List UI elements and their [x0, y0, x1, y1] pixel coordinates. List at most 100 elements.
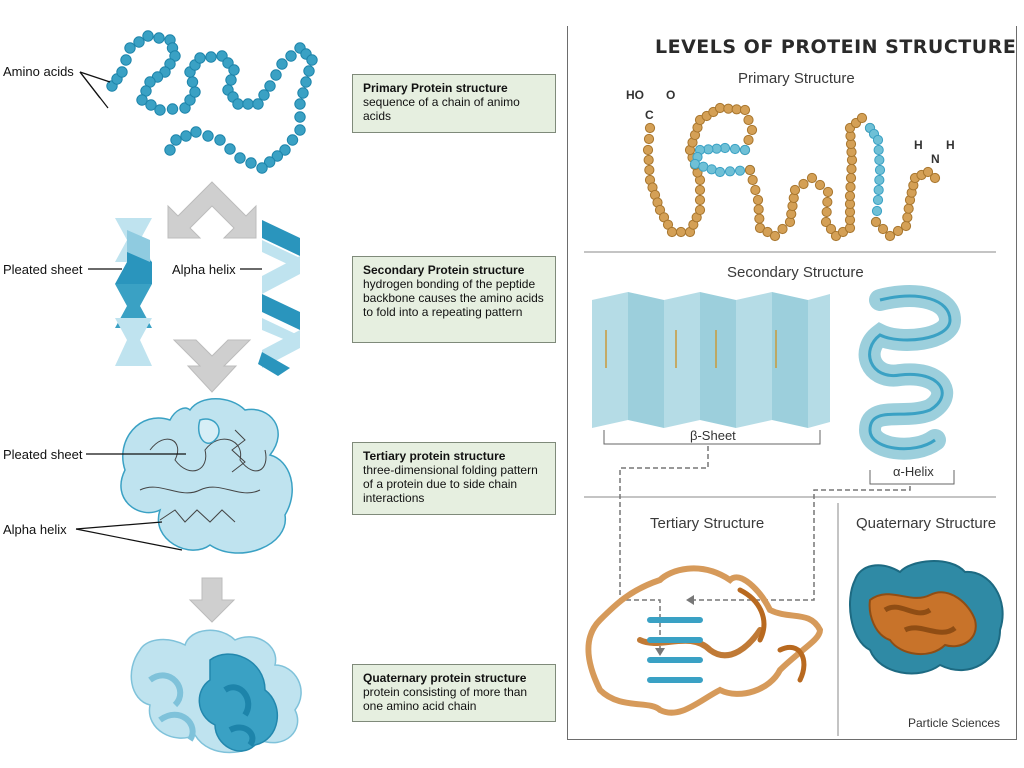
arrowhead-1: [655, 648, 665, 656]
amino-acid-bead: [806, 172, 818, 184]
amino-acid-bead: [202, 130, 214, 142]
amino-acid-bead: [798, 178, 809, 190]
n-label: N: [931, 152, 940, 166]
amino-acid-pointers: [79, 71, 111, 109]
amino-acid-bead: [873, 184, 884, 196]
levels-panel: [567, 26, 1017, 740]
amino-acid-bead: [777, 223, 788, 235]
amino-acid-bead: [264, 80, 276, 92]
amino-acid-bead: [258, 89, 270, 101]
amino-acid-bead: [228, 64, 240, 76]
amino-acid-bead: [872, 134, 884, 146]
amino-acid-bead: [306, 54, 318, 66]
secondary-structure-heading: Secondary Structure: [727, 264, 864, 281]
amino-acid-bead: [234, 152, 246, 164]
amino-acid-bead: [729, 143, 741, 155]
amino-acid-bead: [734, 165, 746, 176]
quaternary-blob: [849, 560, 1004, 675]
amino-acid-bead: [154, 104, 166, 116]
alpha-helix-ribbon: [258, 220, 300, 376]
amino-acid-bead: [694, 194, 706, 206]
amino-acid-bead: [877, 223, 889, 235]
amino-acid-chain: [106, 30, 318, 174]
amino-acid-bead: [929, 172, 941, 184]
quaternary-box-text: protein consisting of more than one amin…: [363, 685, 528, 713]
amino-acid-bead: [746, 124, 758, 136]
amino-acid-bead: [189, 86, 201, 98]
amino-acid-bead: [164, 58, 176, 70]
amino-acid-bead: [133, 36, 145, 48]
amino-acid-bead: [303, 65, 315, 77]
tertiary-pointers: [75, 453, 186, 551]
amino-acid-bead: [294, 111, 306, 123]
amino-acid-bead: [874, 154, 885, 166]
amino-acid-bead: [279, 144, 291, 156]
amino-acid-bead: [814, 179, 826, 191]
amino-acid-bead: [739, 104, 751, 116]
amino-acid-bead: [892, 225, 904, 237]
primary-structure-heading: Primary Structure: [738, 70, 855, 87]
amino-acid-bead: [276, 58, 288, 70]
amino-acid-bead: [120, 54, 132, 66]
amino-acid-bead: [256, 162, 268, 174]
primary-box: Primary Protein structure sequence of a …: [352, 74, 556, 133]
primary-box-text: sequence of a chain of animo acids: [363, 95, 520, 123]
alpha-helix-column: [858, 285, 962, 485]
secondary-box-text: hydrogen bonding of the peptide backbone…: [363, 277, 544, 319]
amino-acid-bead: [116, 66, 128, 78]
amino-acid-bead: [170, 134, 182, 146]
amino-acid-bead: [825, 223, 837, 235]
amino-acid-bead: [294, 124, 306, 136]
amino-acid-bead: [714, 166, 726, 178]
amino-acid-bead: [194, 52, 206, 64]
c-label: C: [645, 108, 654, 122]
amino-acid-bead: [743, 134, 754, 146]
tertiary-structure-heading: Tertiary Structure: [650, 515, 765, 532]
amino-acid-bead: [820, 216, 832, 228]
primary-box-title: Primary Protein structure: [363, 81, 508, 95]
amino-acid-bead: [186, 76, 199, 88]
amino-acid-bead: [822, 186, 834, 198]
amino-acid-bead: [136, 94, 148, 106]
amino-acid-bead: [870, 216, 882, 228]
amino-acids-label: Amino acids: [3, 64, 74, 79]
merge-arrow: [172, 339, 252, 393]
beta-sheet-label: β-Sheet: [690, 428, 736, 443]
amino-acid-bead: [184, 94, 196, 106]
tertiary-box-title: Tertiary protein structure: [363, 449, 506, 463]
amino-acid-bead: [644, 122, 656, 134]
amino-acid-bead: [744, 164, 756, 176]
amino-acid-bead: [164, 144, 176, 156]
ho-label: HO: [626, 88, 644, 102]
amino-acid-bead: [642, 144, 654, 156]
amino-acid-bead: [294, 98, 306, 110]
amino-acid-bead: [245, 157, 257, 169]
amino-acid-bead: [285, 50, 297, 62]
amino-acid-bead: [739, 144, 751, 156]
quaternary-globule: [130, 629, 302, 754]
amino-acid-bead: [874, 174, 885, 186]
amino-acid-bead: [789, 184, 801, 196]
alpha-helix-label: Alpha helix: [172, 262, 236, 277]
primary-structure-chain: [642, 102, 941, 242]
amino-acid-bead: [270, 69, 282, 81]
amino-acid-bead: [743, 114, 754, 126]
amino-acid-bead: [747, 174, 758, 186]
panel-title: LEVELS OF PROTEIN STRUCTURE: [655, 36, 1017, 58]
amino-acid-bead: [232, 98, 244, 110]
amino-acid-bead: [643, 133, 655, 145]
alpha-helix-right-label: α-Helix: [893, 464, 934, 479]
dashed-arrows: [619, 446, 911, 648]
amino-acid-bead: [724, 166, 736, 177]
quaternary-box: Quaternary protein structure protein con…: [352, 664, 556, 722]
amino-acid-bead: [856, 112, 868, 124]
amino-acid-bead: [874, 164, 886, 176]
amino-acid-bead: [169, 50, 181, 62]
amino-acid-bead: [225, 74, 237, 86]
amino-acid-bead: [214, 134, 226, 146]
beta-sheet: [592, 292, 830, 445]
tertiary-box-text: three-dimensional folding pattern of a p…: [363, 463, 538, 505]
secondary-box: Secondary Protein structure hydrogen bon…: [352, 256, 556, 343]
down-arrow: [188, 577, 236, 623]
